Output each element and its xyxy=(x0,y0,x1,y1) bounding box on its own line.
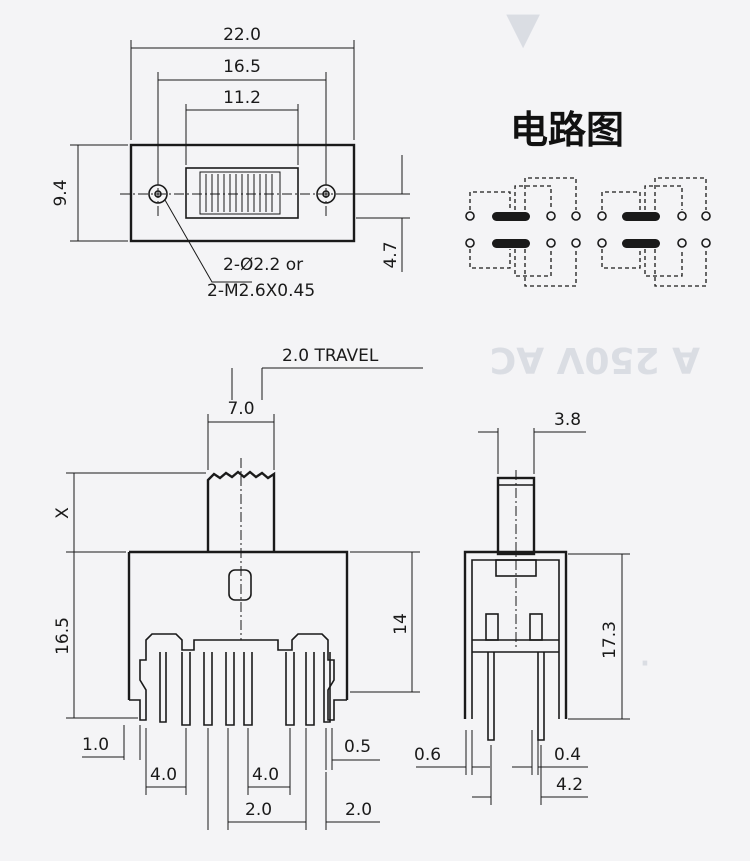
dim-3-8-label: 3.8 xyxy=(554,410,581,430)
background-watermark: ▲ A 250V AC · xyxy=(490,9,700,679)
circuit-diagram: 电路图 xyxy=(465,108,711,287)
dim-17-3-label: 17.3 xyxy=(600,621,620,659)
actuator-slot xyxy=(228,569,252,601)
dim-4-0-a-label: 4.0 xyxy=(150,765,177,785)
contact-bar xyxy=(622,239,660,248)
contact-bar xyxy=(622,212,660,221)
svg-text:▲: ▲ xyxy=(506,9,540,60)
top-body-outline xyxy=(129,143,356,243)
dim-travel-label: 2.0 TRAVEL xyxy=(282,346,379,366)
dim-4-7-label: 4.7 xyxy=(381,241,401,268)
dim-0-6-label: 0.6 xyxy=(414,745,441,765)
dim-14-label: 14 xyxy=(391,613,411,635)
dim-4-0-b-label: 4.0 xyxy=(252,765,279,785)
slider-window xyxy=(185,167,299,219)
dim-7-0-label: 7.0 xyxy=(227,399,254,419)
dim-4-2-label: 4.2 xyxy=(556,775,583,795)
dim-16-5-h-label: 16.5 xyxy=(53,617,73,655)
dim-0-5-label: 0.5 xyxy=(344,737,371,757)
front-pins xyxy=(159,652,331,726)
front-view: 2.0 TRAVEL 7.0 X 16.5 14 1.0 4.0 4.0 xyxy=(53,346,423,830)
svg-text:·: · xyxy=(640,649,650,679)
front-body-base xyxy=(129,633,347,721)
circuit-group-left xyxy=(465,177,581,287)
contact-bar xyxy=(492,212,530,221)
top-view: 22.0 16.5 11.2 9.4 4.7 2-Ø2.2 or 2-M2.6X… xyxy=(51,25,410,301)
hole-leader-line xyxy=(164,199,252,283)
dim-22-label: 22.0 xyxy=(223,25,261,45)
side-view: 3.8 17.3 0.6 0.4 4.2 xyxy=(414,410,630,805)
dim-9-4-label: 9.4 xyxy=(51,179,71,206)
dim-1-0-label: 1.0 xyxy=(82,735,109,755)
slider-knob xyxy=(199,171,281,215)
svg-text:A 250V AC: A 250V AC xyxy=(490,339,700,380)
side-pins xyxy=(487,652,545,741)
hole-note-line-1: 2-Ø2.2 or xyxy=(223,255,303,275)
dim-16-5-label: 16.5 xyxy=(223,57,261,77)
dim-11-2-label: 11.2 xyxy=(223,88,261,108)
dim-0-4-label: 0.4 xyxy=(554,745,581,765)
contact-bar xyxy=(492,239,530,248)
circuit-group-right xyxy=(597,177,711,287)
dim-x-label: X xyxy=(53,507,73,519)
slider-ridges xyxy=(205,174,273,212)
circuit-title: 电路图 xyxy=(510,108,624,152)
hole-note-line-2: 2-M2.6X0.45 xyxy=(207,281,315,301)
dim-2-0-b-label: 2.0 xyxy=(345,800,372,820)
front-actuator xyxy=(206,470,276,552)
dim-2-0-a-label: 2.0 xyxy=(245,800,272,820)
side-housing xyxy=(463,550,568,719)
